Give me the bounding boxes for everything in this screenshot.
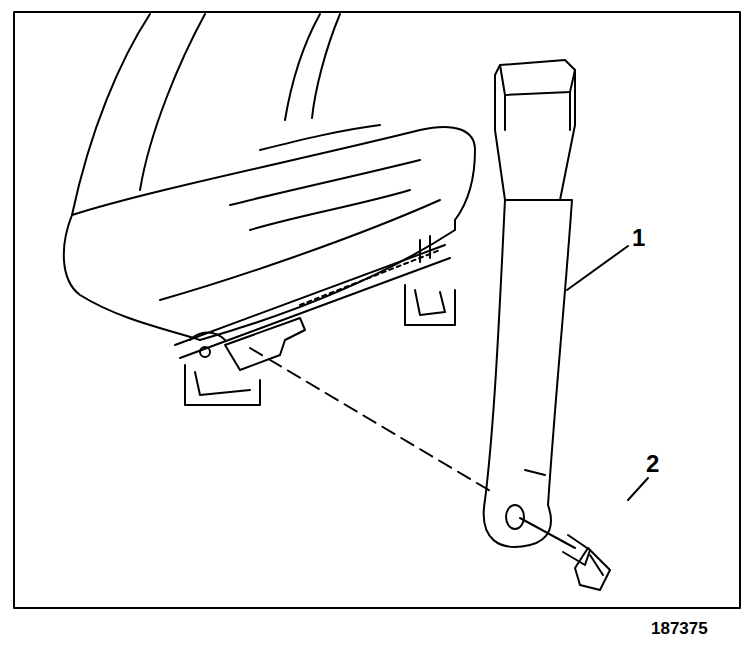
callout-number: 2 [646, 452, 659, 476]
seat-cushion [64, 125, 475, 340]
leader-line [567, 246, 628, 290]
seat-track [175, 245, 450, 370]
figure-frame [14, 12, 740, 608]
alignment-line [250, 348, 492, 492]
leader-line [628, 478, 648, 500]
anchor-bolt [520, 518, 610, 590]
figure-number: 187375 [651, 620, 708, 637]
seat-bracket [185, 236, 455, 405]
callout-number: 1 [632, 226, 645, 250]
seat-belt-buckle [484, 60, 575, 547]
seat-back [72, 14, 340, 215]
